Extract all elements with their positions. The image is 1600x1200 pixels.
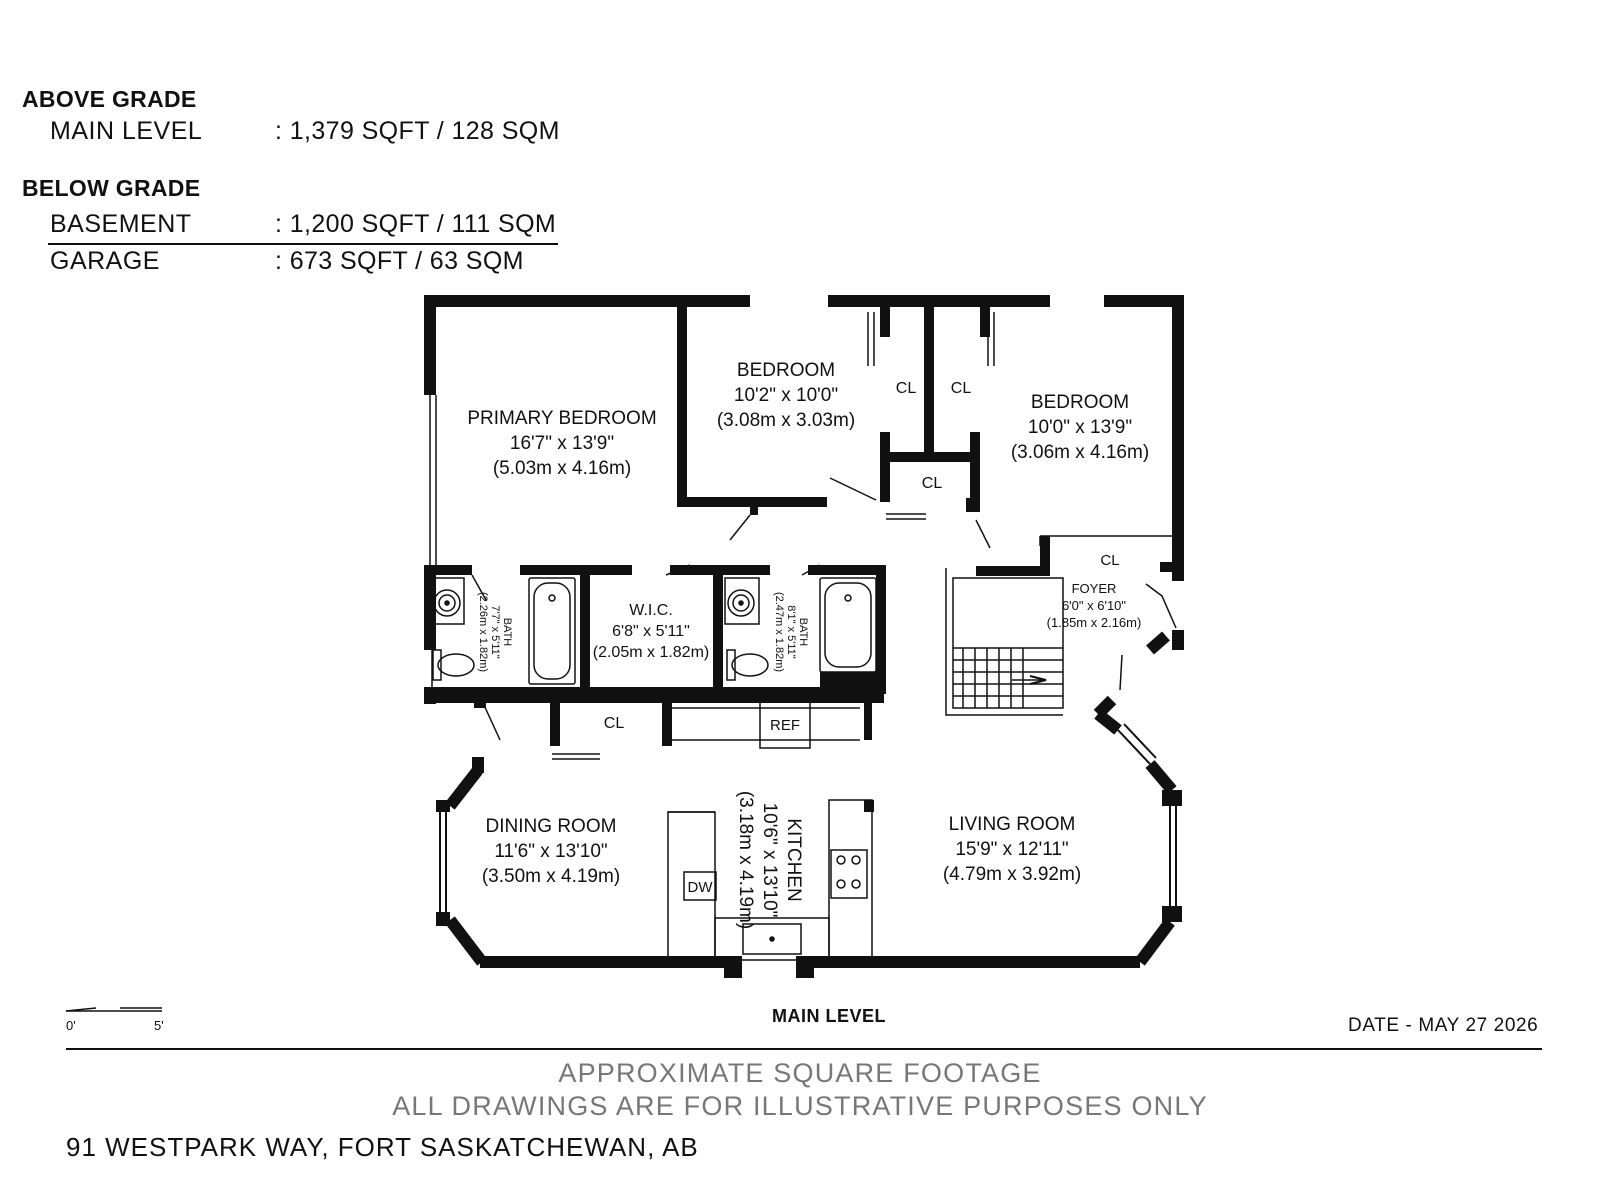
main-level-area: : 1,379 SQFT / 128 SQM bbox=[275, 117, 560, 145]
below-grade-heading: BELOW GRADE bbox=[22, 175, 201, 201]
bath1-labels: BATH 7'7" x 5'11" (2.26m x 1.82m) bbox=[477, 592, 513, 672]
primary-bedroom-name: PRIMARY BEDROOM bbox=[467, 408, 656, 429]
bath1-name: BATH bbox=[501, 618, 513, 647]
wic-metric: (2.05m x 1.82m) bbox=[593, 644, 709, 661]
basement-label: BASEMENT bbox=[50, 210, 192, 238]
closet-label-1: CL bbox=[896, 380, 917, 397]
closet-label-4: CL bbox=[1100, 552, 1119, 569]
garage-label: GARAGE bbox=[50, 247, 160, 275]
plan-date: DATE - MAY 27 2026 bbox=[1348, 1015, 1539, 1036]
primary-bedroom-size: 16'7" x 13'9" bbox=[510, 433, 614, 454]
basement-area: : 1,200 SQFT / 111 SQM bbox=[275, 210, 557, 238]
wic-name: W.I.C. bbox=[629, 602, 673, 619]
bedroom2-metric: (3.08m x 3.03m) bbox=[717, 410, 855, 431]
walls-layer bbox=[424, 295, 1184, 978]
disclaimer-line-2: ALL DRAWINGS ARE FOR ILLUSTRATIVE PURPOS… bbox=[392, 1091, 1208, 1121]
above-grade-heading: ABOVE GRADE bbox=[22, 86, 197, 112]
disclaimer-line-1: APPROXIMATE SQUARE FOOTAGE bbox=[558, 1058, 1042, 1088]
summary-divider bbox=[48, 243, 558, 245]
closet-label-5: CL bbox=[604, 715, 625, 732]
bath2-metric: (2.47m x 1.82m) bbox=[773, 592, 785, 672]
scale-end-label: 5' bbox=[154, 1018, 164, 1033]
foyer-name: FOYER bbox=[1072, 581, 1117, 596]
bedroom2-size: 10'2" x 10'0" bbox=[734, 385, 838, 406]
living-room-metric: (4.79m x 3.92m) bbox=[943, 864, 1081, 885]
bath2-size: 8'1" x 5'11" bbox=[785, 605, 797, 658]
level-label: MAIN LEVEL bbox=[772, 1006, 887, 1026]
wic-size: 6'8" x 5'11" bbox=[612, 623, 690, 640]
bay-walls bbox=[439, 477, 1177, 966]
kitchen-size: 10'6" x 13'10" bbox=[759, 803, 780, 918]
kitchen-name: KITCHEN bbox=[783, 818, 804, 901]
dining-room-name: DINING ROOM bbox=[486, 816, 617, 837]
closet-label-2: CL bbox=[951, 380, 972, 397]
room-labels: PRIMARY BEDROOM 16'7" x 13'9" (5.03m x 4… bbox=[467, 360, 1149, 887]
bath1-size: 7'7" x 5'11" bbox=[489, 605, 501, 658]
scale-bar bbox=[65, 1007, 162, 1012]
dining-room-metric: (3.50m x 4.19m) bbox=[482, 866, 620, 887]
fixture-labels: CL CL CL CL CL REF DW bbox=[604, 380, 1120, 896]
dishwasher-label: DW bbox=[688, 879, 714, 896]
bath2-name: BATH bbox=[797, 618, 809, 647]
bedroom3-size: 10'0" x 13'9" bbox=[1028, 417, 1132, 438]
property-address: 91 WESTPARK WAY, FORT SASKATCHEWAN, AB bbox=[66, 1132, 699, 1162]
footer-divider bbox=[66, 1048, 1542, 1050]
bath1-metric: (2.26m x 1.82m) bbox=[477, 592, 489, 672]
bedroom3-name: BEDROOM bbox=[1031, 392, 1129, 413]
bedroom3-metric: (3.06m x 4.16m) bbox=[1011, 442, 1149, 463]
scale-start-label: 0' bbox=[66, 1018, 76, 1033]
garage-area: : 673 SQFT / 63 SQM bbox=[275, 247, 524, 275]
main-level-label: MAIN LEVEL bbox=[50, 117, 203, 145]
living-room-size: 15'9" x 12'11" bbox=[955, 839, 1068, 860]
refrigerator-label: REF bbox=[770, 717, 800, 734]
primary-bedroom-metric: (5.03m x 4.16m) bbox=[493, 458, 631, 479]
kitchen-labels: KITCHEN 10'6" x 13'10" (3.18m x 4.19m) bbox=[735, 791, 804, 929]
dining-room-size: 11'6" x 13'10" bbox=[494, 841, 607, 862]
kitchen-metric: (3.18m x 4.19m) bbox=[735, 791, 756, 929]
living-room-name: LIVING ROOM bbox=[949, 814, 1076, 835]
foyer-size: 6'0" x 6'10" bbox=[1062, 598, 1126, 613]
bedroom2-name: BEDROOM bbox=[737, 360, 835, 381]
closet-label-3: CL bbox=[922, 475, 943, 492]
foyer-metric: (1.85m x 2.16m) bbox=[1047, 615, 1142, 630]
bath2-labels: BATH 8'1" x 5'11" (2.47m x 1.82m) bbox=[773, 592, 809, 672]
